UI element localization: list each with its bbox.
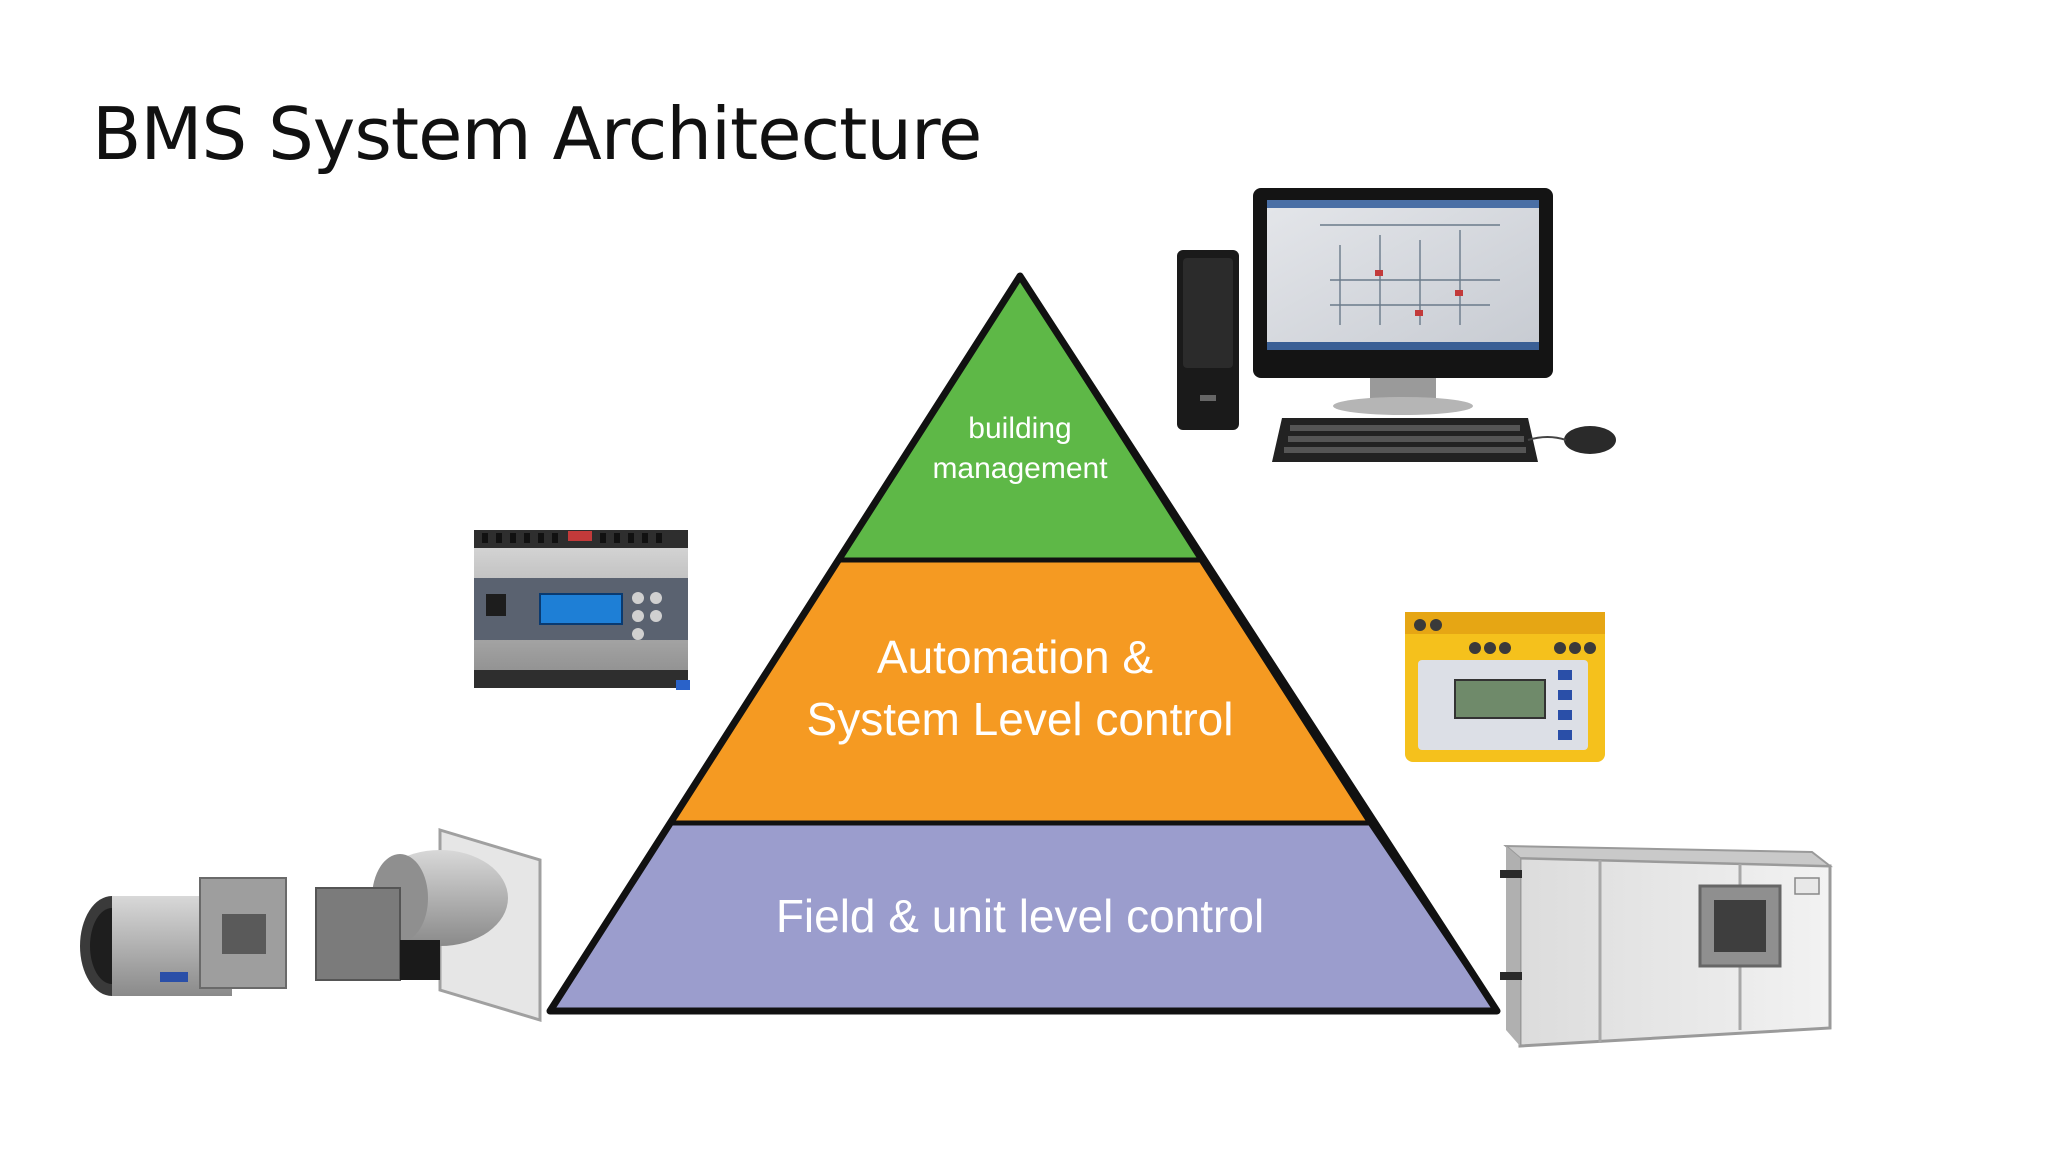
din-rail-controller-icon — [474, 530, 690, 690]
top-tier-label-line2: management — [932, 452, 1108, 485]
bottom-tier-label: Field & unit level control — [776, 890, 1264, 942]
desktop-computer-icon — [1177, 188, 1616, 462]
duct-damper-actuator-icon — [80, 827, 542, 1023]
pyramid: building management Automation & System … — [546, 272, 1501, 1015]
yellow-controller-icon — [1405, 612, 1605, 762]
air-handling-unit-icon — [1500, 844, 1834, 1048]
middle-tier-label-line1: Automation & — [877, 631, 1153, 683]
pyramid-outline — [546, 272, 1501, 1015]
top-tier-label-line1: building — [968, 412, 1071, 445]
pyramid-middle-tier — [667, 557, 1373, 826]
page-title: BMS System Architecture — [92, 92, 982, 176]
middle-tier-label-line2: System Level control — [807, 693, 1234, 745]
